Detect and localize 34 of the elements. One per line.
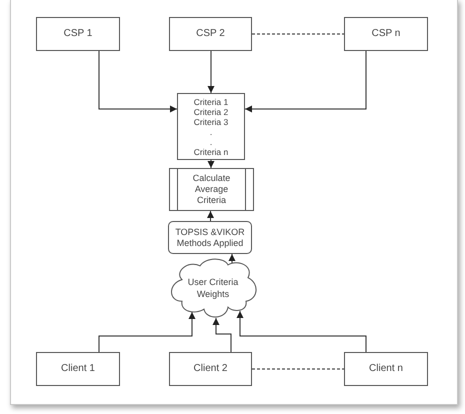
process-box [169,352,252,386]
node-label: . [210,136,212,146]
node-label: Criteria 2 [194,106,228,116]
arrow [228,254,236,264]
node-label: Client n [368,363,404,375]
node-label: Client 2 [192,363,228,375]
node-label: Criteria 3 [194,116,228,126]
arrow [244,50,366,112]
arrow [236,310,366,352]
arrow [207,210,214,222]
arrow [98,312,196,352]
node-label: User Criteria Weights [186,276,240,300]
arrow [212,318,232,352]
process-box [169,17,252,51]
node-label: Client 1 [60,363,96,375]
process-box [344,17,428,51]
process-box [36,17,120,51]
rounded-box [168,221,252,254]
arrow [208,160,214,168]
node-label: TOPSIS &VIKOR Methods Applied [174,226,246,248]
node-label: . [210,126,212,136]
arrow [208,50,214,94]
node-label: Calculate Average Criteria [192,173,232,206]
node-label: CSP 2 [195,28,226,40]
arrow [98,50,178,112]
dashed-connector [252,368,344,370]
node-label: Criteria 1 [194,96,228,106]
node-label: Criteria n [194,146,228,156]
process-box [36,352,120,386]
predefined-process-box [169,168,254,211]
process-box [344,352,428,386]
process-box [177,93,245,160]
node-label: CSP 1 [62,28,94,40]
node-label: CSP n [370,28,402,40]
